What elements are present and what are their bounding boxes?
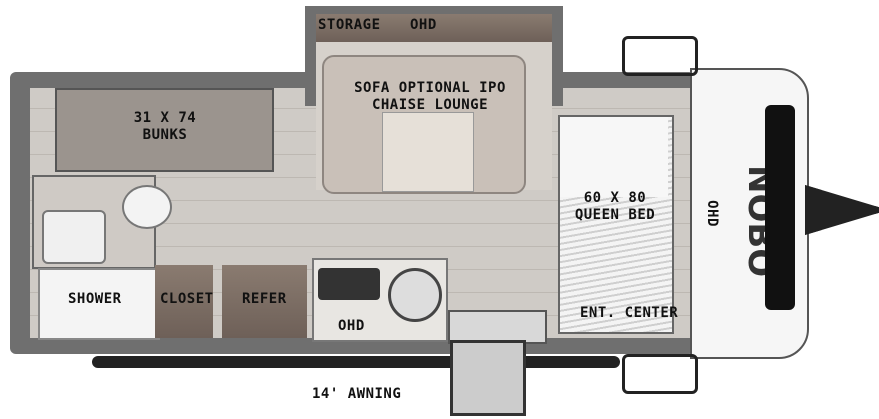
refrigerator[interactable]	[222, 265, 307, 338]
closet[interactable]	[155, 265, 213, 338]
ohd-bottom-label: OHD	[338, 318, 365, 334]
front-window	[765, 105, 795, 310]
shower-label: SHOWER	[68, 291, 122, 307]
chaise-cushion	[382, 112, 474, 192]
refer-label: REFER	[242, 291, 287, 307]
awning-label: 14' AWNING	[312, 386, 402, 402]
storage-ohd-cabinet	[316, 14, 552, 42]
ohd-top-label: OHD	[410, 17, 437, 33]
bed-pillow-area	[560, 117, 668, 197]
awning-bar	[92, 356, 620, 368]
ent-center-label: ENT. CENTER	[580, 305, 679, 321]
front-jack-bottom	[622, 354, 698, 394]
queen-bed-label: 60 X 80 QUEEN BED	[574, 190, 656, 223]
ohd-front-label: OHD	[703, 200, 720, 227]
entry-steps	[450, 340, 526, 416]
kitchen-sink	[388, 268, 442, 322]
shower	[38, 268, 160, 340]
storage-label: STORAGE	[318, 17, 381, 33]
bunks[interactable]	[55, 88, 274, 172]
bunks-label: 31 X 74 BUNKS	[133, 110, 197, 143]
front-jack-top	[622, 36, 698, 76]
sofa-label: SOFA OPTIONAL IPO CHAISE LOUNGE	[354, 80, 506, 113]
sink	[42, 210, 106, 264]
entry-door[interactable]	[448, 310, 547, 344]
hitch-tongue	[805, 185, 879, 235]
toilet	[122, 185, 172, 229]
closet-label: CLOSET	[160, 291, 214, 307]
stove	[318, 268, 380, 300]
